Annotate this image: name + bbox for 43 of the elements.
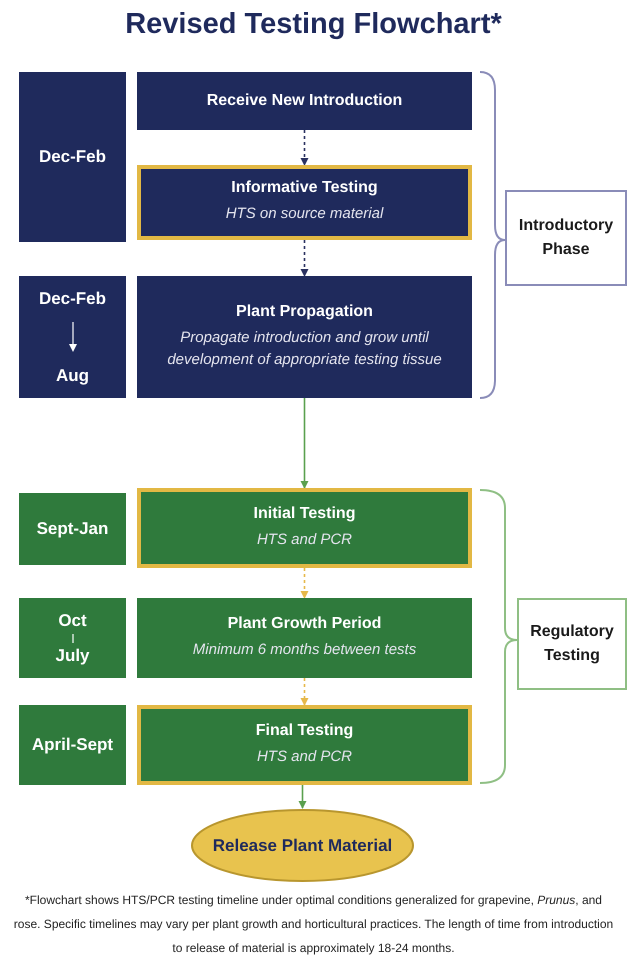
phase-label: Regulatory Testing: [529, 622, 615, 666]
box-heading: Receive New Introduction: [206, 92, 404, 110]
phase-box: [505, 190, 627, 286]
date-label: April-Sept: [32, 734, 114, 756]
date-label: July: [55, 644, 90, 666]
box-heading: Final Testing: [254, 722, 354, 740]
arrow: [300, 678, 308, 706]
box-description: HTS on source material: [224, 204, 385, 224]
process-box: [137, 598, 472, 678]
process-box: [137, 72, 472, 130]
phase-box: [517, 598, 627, 690]
testing-box: [137, 705, 472, 785]
box-heading: Initial Testing: [252, 504, 356, 523]
box-description: Minimum 6 months between tests: [192, 640, 418, 660]
testing-box: [137, 165, 472, 240]
box-heading: Plant Growth Period: [226, 614, 382, 633]
date-range-box: [19, 276, 126, 398]
box-description: Propagate introduction and grow until development of appropriate testing tissue: [166, 328, 443, 370]
date-label: Dec-Feb: [38, 288, 106, 310]
arrow: [300, 568, 308, 599]
process-box: [137, 276, 472, 398]
terminal-ellipse: [190, 808, 415, 883]
date-box: [19, 705, 126, 785]
date-label: Oct: [58, 610, 87, 632]
date-box: [19, 493, 126, 565]
date-box: [19, 72, 126, 242]
terminal-label: Release Plant Material: [212, 834, 392, 857]
date-label: Dec-Feb: [38, 146, 106, 168]
title: Revised Testing Flowchart*: [124, 8, 503, 41]
box-heading: Informative Testing: [230, 179, 379, 198]
arrow: [300, 240, 308, 277]
box-heading: Plant Propagation: [235, 302, 374, 320]
arrow: [298, 785, 306, 809]
date-label: Aug: [56, 364, 90, 387]
arrow: [300, 398, 308, 489]
box-description: HTS and PCR: [256, 530, 354, 550]
phase-label: Introductory Phase: [518, 216, 614, 260]
caption: *Flowchart shows HTS/PCR testing timeline under optimal conditions generalized for grapevine, Prunus, and rose. Specific timelines may vary per plant growth and horticultural practices. The length of time from introduction to release of material is approximately 18-24 months.: [12, 892, 614, 957]
arrow: [300, 130, 308, 166]
box-description: HTS and PCR: [256, 746, 354, 767]
testing-box: [137, 488, 472, 568]
date-label: Sept-Jan: [36, 518, 108, 540]
date-range-box: [19, 598, 126, 678]
